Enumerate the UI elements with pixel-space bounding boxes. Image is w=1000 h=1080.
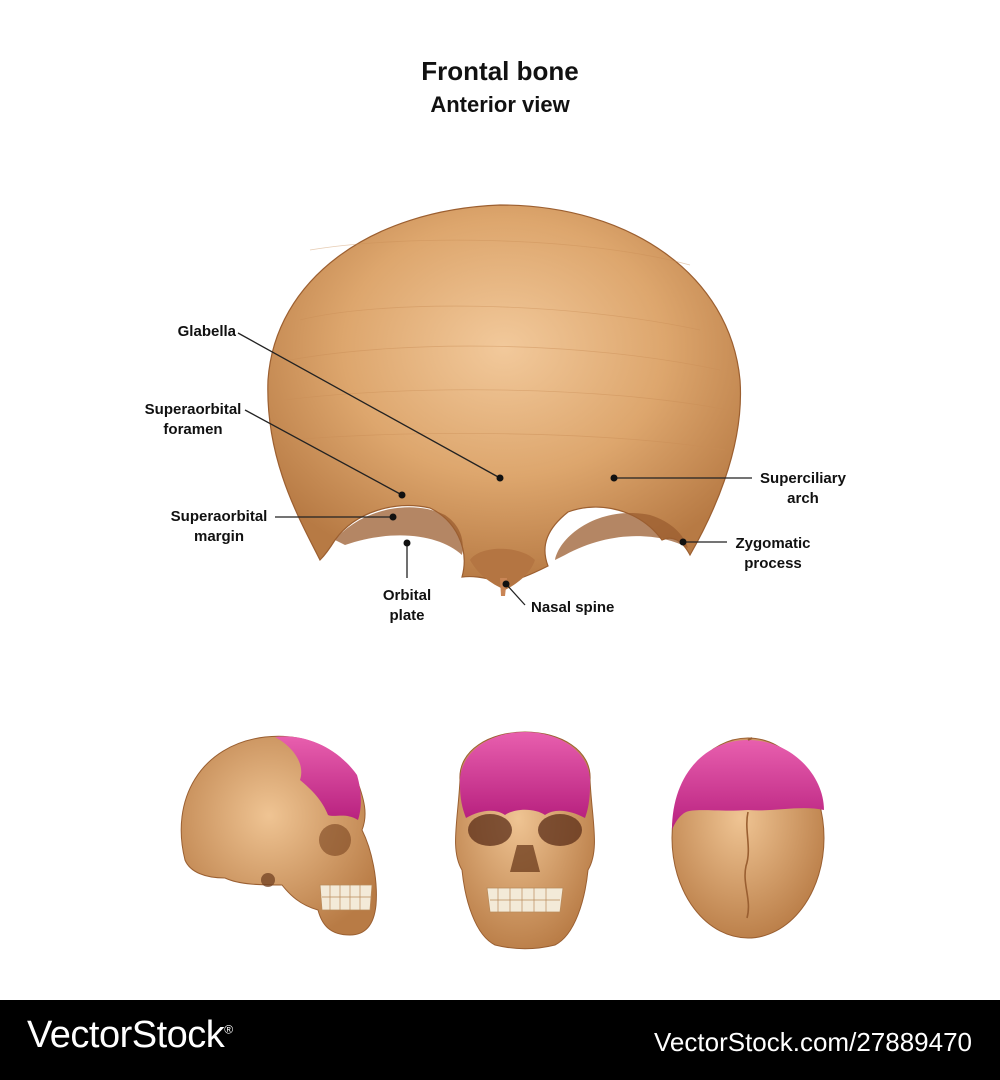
label-supraorbital-foramen-line2: foramen (163, 421, 222, 438)
label-leaders (237, 332, 752, 606)
label-nasal-spine: Nasal spine (531, 599, 614, 616)
footer-brand: VectorStock® (27, 1014, 233, 1057)
skull-lateral-view (180, 735, 377, 936)
frontal-bone-diagram: Frontal bone Anterior view (145, 56, 847, 950)
skull-superior-view (671, 737, 825, 939)
label-supraorbital-margin-line1: Superaorbital (171, 508, 268, 525)
label-superciliary-arch-line2: arch (787, 490, 819, 507)
label-orbital-plate-line2: plate (389, 607, 424, 624)
label-superciliary-arch-line1: Superciliary (760, 470, 847, 487)
diagram-subtitle: Anterior view (430, 92, 570, 117)
label-zygomatic-process-line1: Zygomatic (735, 535, 810, 552)
footer-image-id: VectorStock.com/27889470 (654, 1027, 972, 1057)
watermark-footer: VectorStock® VectorStock.com/27889470 (0, 1000, 1000, 1080)
label-supraorbital-margin-line2: margin (194, 528, 244, 545)
label-zygomatic-process-line2: process (744, 555, 802, 572)
diagram-title: Frontal bone (421, 56, 578, 86)
skull-anterior-view (455, 731, 595, 950)
label-orbital-plate-line1: Orbital (383, 587, 431, 604)
label-supraorbital-foramen-line1: Superaorbital (145, 401, 242, 418)
label-glabella: Glabella (178, 323, 237, 340)
registered-mark: ® (224, 1022, 233, 1037)
footer-brand-text: VectorStock (27, 1014, 225, 1056)
frontal-bone-illustration (267, 204, 742, 596)
